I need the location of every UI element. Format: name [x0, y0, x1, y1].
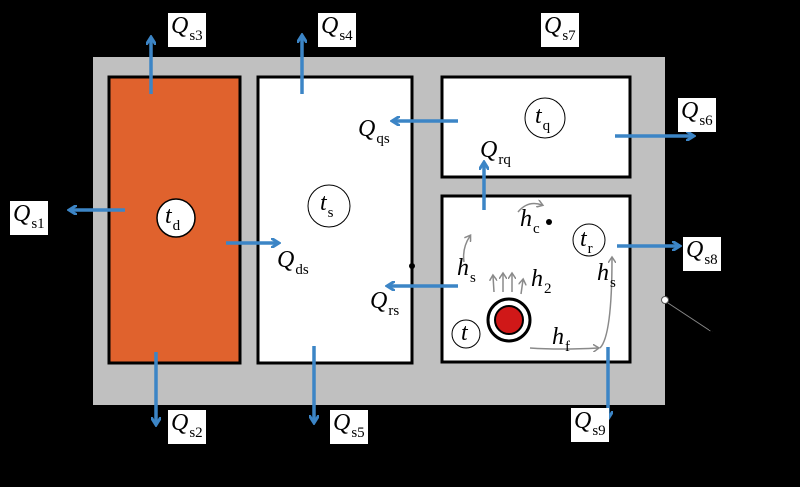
- heat-flow-arrows: [70, 36, 693, 424]
- label-qs4: Qs4: [318, 13, 356, 47]
- label-ts: ts: [320, 190, 334, 221]
- convection-arrows: [462, 204, 612, 349]
- label-qqs: Qqs: [358, 116, 390, 147]
- tq-node: [524, 97, 566, 139]
- label-hs-left: hs: [457, 255, 476, 286]
- label-qrs: Qrs: [370, 288, 400, 319]
- label-qs6: Qs6: [678, 98, 716, 132]
- junction-dot: [409, 263, 415, 269]
- sensor-dot: [546, 219, 552, 225]
- label-h2: h2: [531, 266, 552, 297]
- soil-leader-line: [667, 302, 713, 333]
- label-td: td: [165, 203, 181, 234]
- td-node: [156, 198, 196, 238]
- rise-1: [493, 276, 494, 293]
- heater-core: [494, 305, 524, 335]
- label-qs5: Qs5: [330, 410, 368, 444]
- label-hc: hc: [520, 206, 540, 237]
- convection-hf: [529, 348, 598, 349]
- t-node: [451, 319, 481, 349]
- label-tsoil: tsoil: [708, 320, 738, 351]
- label-hs-right: hs: [597, 260, 616, 291]
- label-t: t: [461, 320, 468, 346]
- label-qs7: Qs7: [541, 13, 579, 47]
- soil-point: [661, 296, 669, 304]
- label-qs3: Qs3: [168, 13, 206, 47]
- label-tq: tq: [535, 103, 551, 134]
- label-hf: hf: [552, 324, 570, 355]
- label-qs1: Qs1: [10, 201, 48, 235]
- label-qrq: Qrq: [480, 137, 511, 168]
- label-qs8: Qs8: [683, 237, 721, 271]
- label-tr: tr: [580, 226, 593, 257]
- upper-chamber: [440, 75, 632, 179]
- label-qds: Qds: [277, 247, 309, 278]
- convection-hc: [517, 204, 542, 213]
- ts-node: [307, 184, 351, 228]
- convection-hs-left: [462, 236, 470, 263]
- tr-node: [572, 223, 606, 257]
- label-qs9: Qs9: [571, 408, 609, 442]
- label-qs2: Qs2: [168, 410, 206, 444]
- convection-hs-right: [599, 258, 612, 349]
- rise-4: [521, 280, 523, 295]
- combustion-chamber: [107, 75, 242, 365]
